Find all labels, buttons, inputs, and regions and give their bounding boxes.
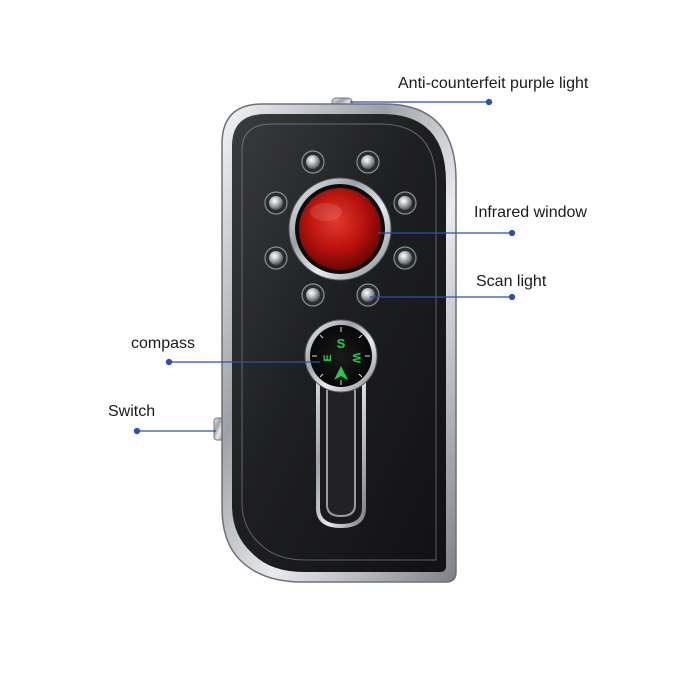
compass-letter-e: E bbox=[322, 354, 334, 361]
led-icon bbox=[393, 246, 417, 270]
callout-line-purple-light bbox=[350, 98, 493, 106]
label-purple-light: Anti-counterfeit purple light bbox=[398, 75, 589, 92]
label-infrared-window: Infrared window bbox=[474, 204, 587, 221]
led-icon bbox=[301, 283, 325, 307]
compass-needle-icon bbox=[334, 366, 348, 380]
led-icon bbox=[264, 246, 288, 270]
callout-line-scan-light bbox=[370, 293, 516, 301]
callout-line-infrared bbox=[378, 229, 516, 237]
callout-line-switch bbox=[133, 427, 216, 435]
label-scan-light: Scan light bbox=[476, 273, 547, 290]
compass-icon: S W E bbox=[304, 319, 378, 393]
scan-leds bbox=[264, 150, 417, 307]
led-icon bbox=[393, 191, 417, 215]
led-icon bbox=[356, 150, 380, 174]
led-icon bbox=[356, 283, 380, 307]
callout-lines bbox=[133, 98, 516, 435]
infrared-window-icon bbox=[288, 177, 392, 281]
compass-letter-w: W bbox=[350, 353, 362, 364]
compass-letter-s: S bbox=[337, 336, 346, 351]
callout-line-compass bbox=[165, 358, 320, 366]
led-icon bbox=[264, 191, 288, 215]
led-icon bbox=[301, 150, 325, 174]
label-switch: Switch bbox=[108, 403, 156, 420]
label-compass: compass bbox=[131, 335, 196, 352]
device-inner-trim bbox=[241, 123, 437, 561]
